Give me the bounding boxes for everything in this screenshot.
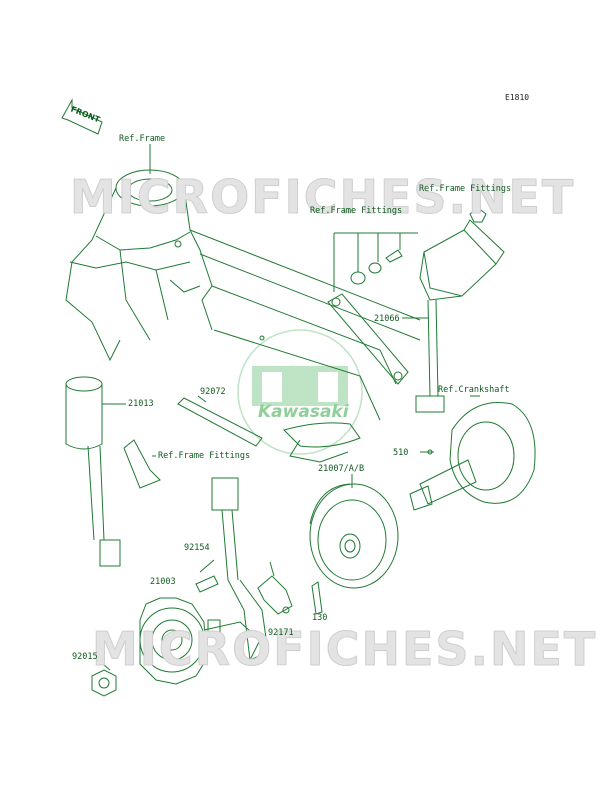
watermark-bottom: MICROFICHES.NET [91, 622, 598, 677]
label-92154: 92154 [184, 543, 210, 553]
label-21007: 21007/A/B [318, 464, 365, 474]
part-21013-igniter [65, 376, 126, 567]
front-arrow-icon [61, 98, 103, 135]
brand-text: Kawasaki [258, 402, 349, 422]
part-92015-nut [91, 669, 117, 697]
label-92072: 92072 [200, 387, 226, 397]
kawasaki-logo [237, 329, 363, 455]
label-92171: 92171 [268, 628, 294, 638]
frame-fittings [327, 194, 487, 385]
label-130: 130 [312, 613, 328, 623]
label-21003: 21003 [150, 577, 176, 587]
frame-outline [65, 169, 421, 463]
label-ref-frame-fittings-top: Ref.Frame Fittings [419, 184, 512, 194]
label-21066: 21066 [374, 314, 400, 324]
label-ref-frame-fittings-mid: Ref.Frame Fittings [310, 206, 403, 216]
part-130-bolt [311, 581, 323, 615]
label-21013: 21013 [128, 399, 154, 409]
part-92171-clamp [257, 575, 293, 615]
bracket [123, 439, 161, 489]
ref-crankshaft [409, 395, 536, 511]
part-21066-regulator [402, 219, 505, 413]
label-ref-frame: Ref.Frame [119, 134, 166, 144]
label-92015: 92015 [72, 652, 98, 662]
watermark-top: MICROFICHES.NET [69, 170, 576, 225]
diagram-code: E1810 [505, 93, 530, 102]
part-21007-rotor [309, 474, 399, 589]
label-510: 510 [393, 448, 409, 458]
label-ref-crankshaft: Ref.Crankshaft [438, 385, 510, 395]
part-21003-stator [139, 477, 269, 685]
label-ref-frame-fittings-left: Ref.Frame Fittings [158, 451, 251, 461]
part-92072-band [177, 397, 263, 447]
